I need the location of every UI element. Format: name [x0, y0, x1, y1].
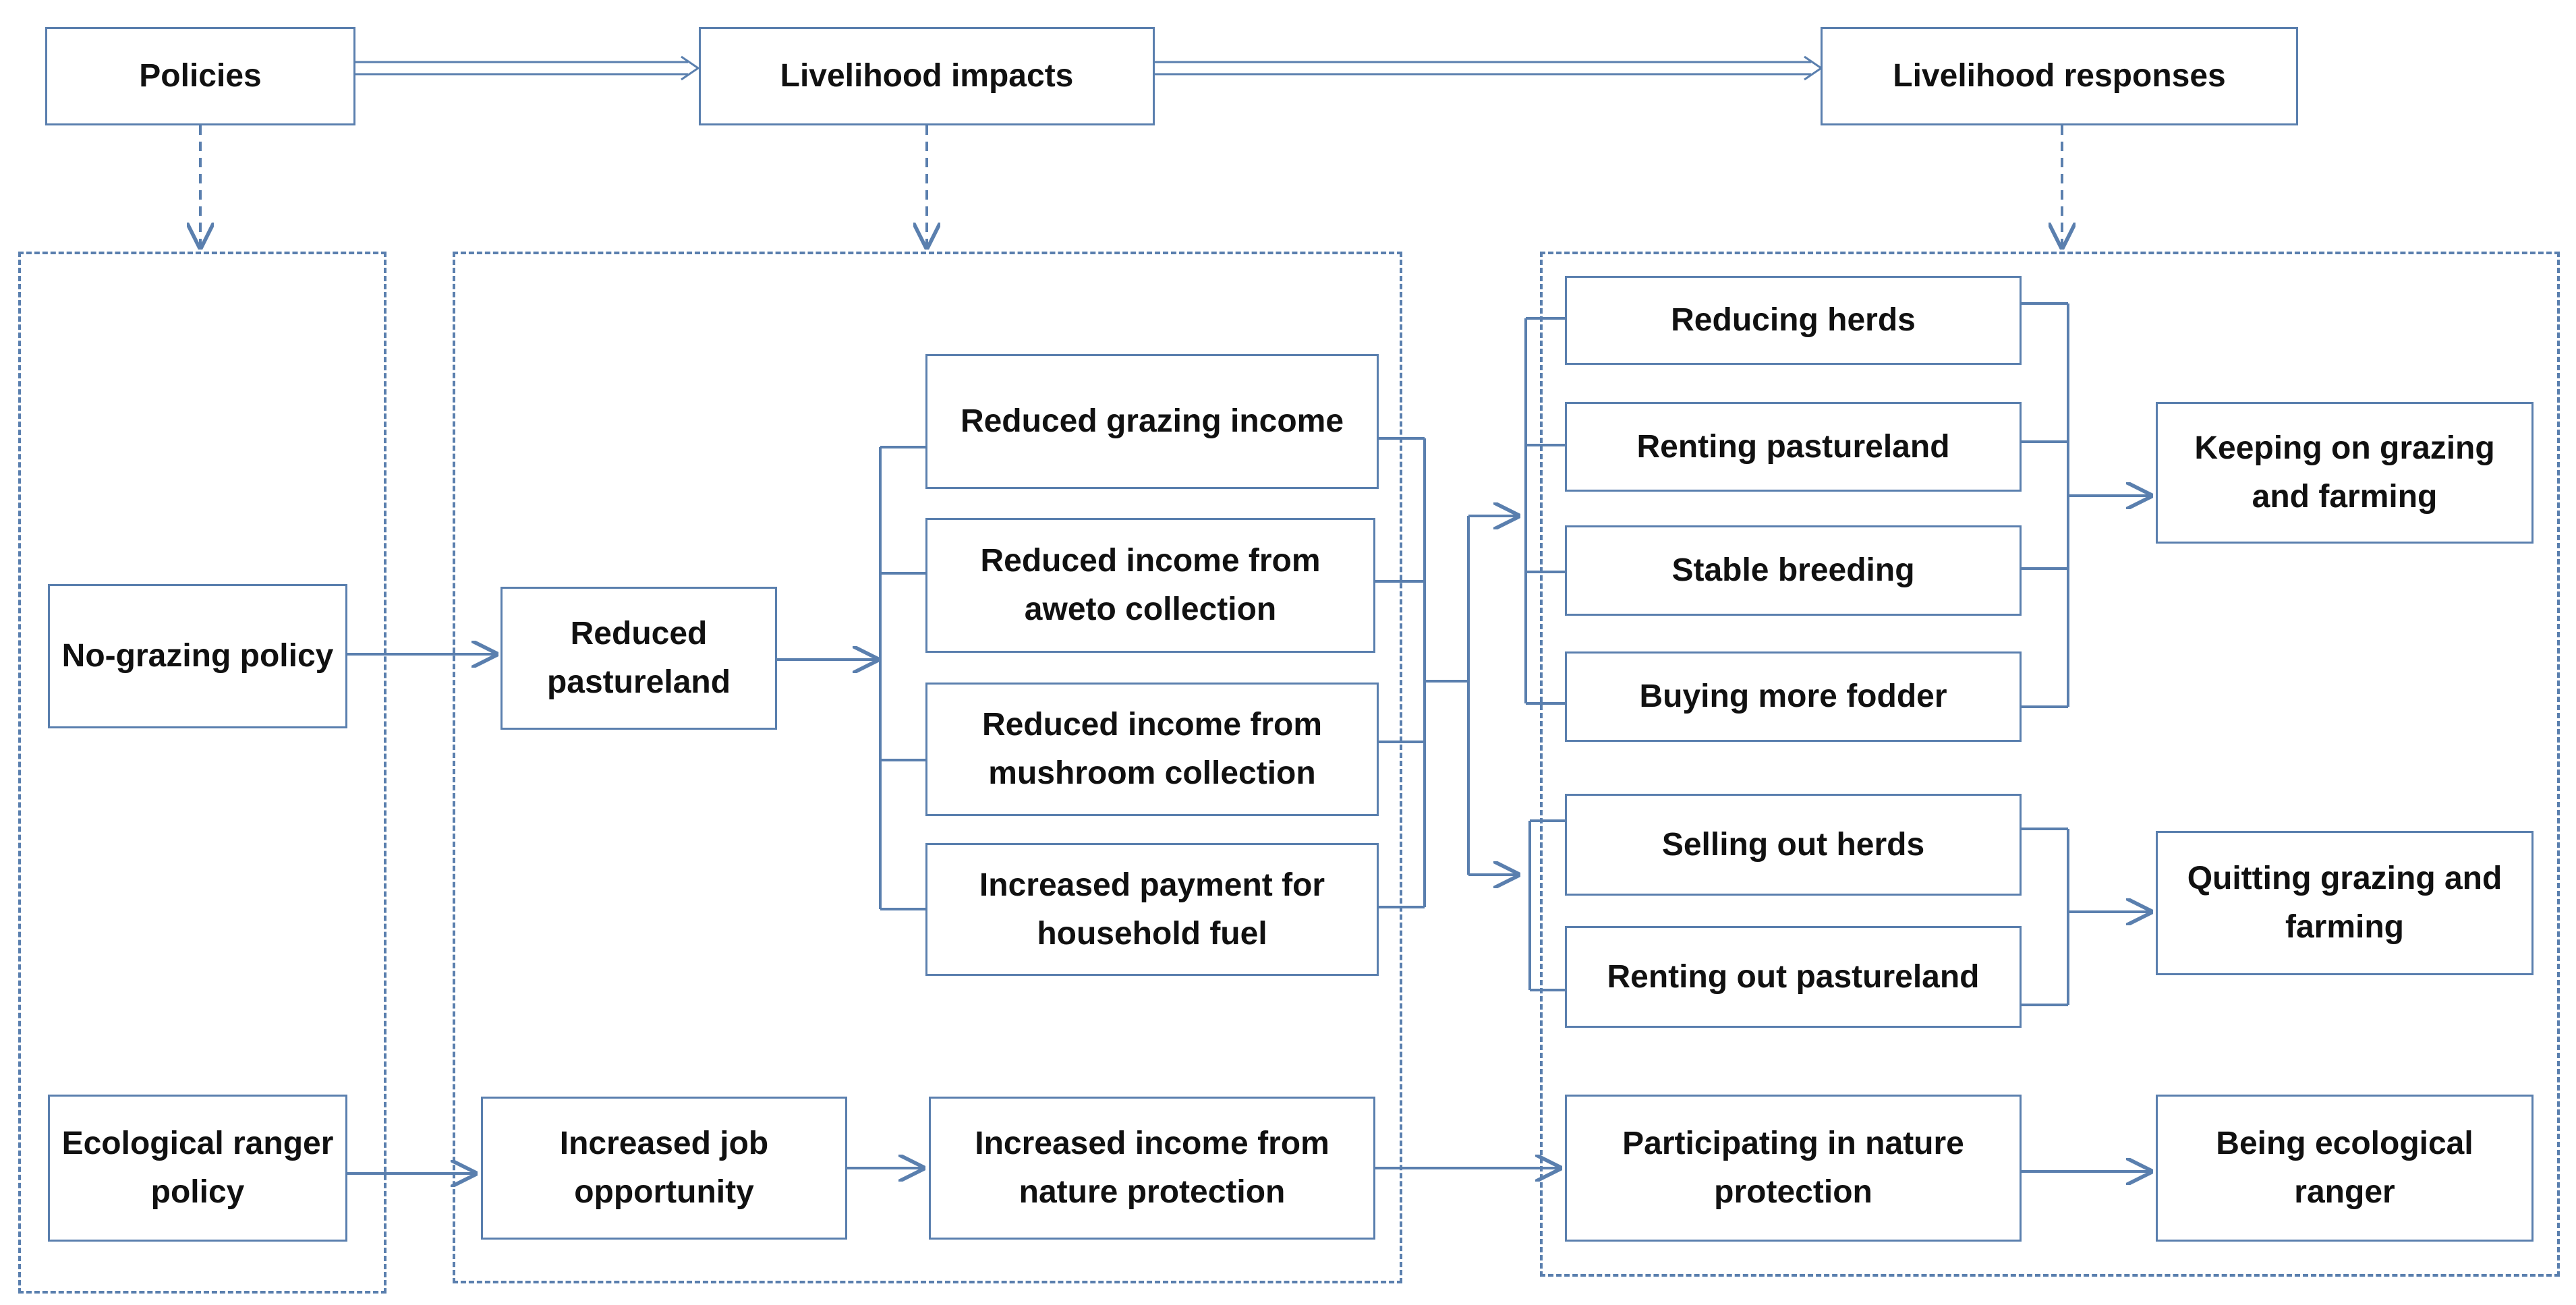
increased-job-opportunity-box: Increased job opportunity: [481, 1097, 847, 1240]
responses-lower-left-bracket: [1528, 819, 1565, 991]
responses-upper-left-bracket: [1524, 317, 1565, 705]
renting-out-pastureland-box: Renting out pastureland: [1565, 926, 2022, 1028]
reduced-grazing-income-box: Reduced grazing income: [925, 354, 1379, 489]
header-flow-arrow-2: [1155, 55, 1823, 81]
increased-nature-income-box: Increased income from nature protection: [929, 1097, 1375, 1240]
keeping-grazing-box: Keeping on grazing and farming: [2156, 402, 2534, 544]
reduced-mushroom-income-box: Reduced income from mushroom collection: [925, 683, 1379, 816]
livelihood-impacts-panel: [453, 252, 1402, 1283]
impacts-right-bracket: [1375, 437, 1518, 908]
participating-nature-box: Participating in nature protection: [1565, 1095, 2022, 1242]
being-ranger-box: Being ecological ranger: [2156, 1095, 2534, 1242]
header-livelihood-impacts: Livelihood impacts: [699, 27, 1155, 125]
reduced-aweto-income-box: Reduced income from aweto collection: [925, 518, 1375, 653]
livelihood-responses-panel: [1540, 252, 2560, 1277]
reduced-pastureland-box: Reduced pastureland: [500, 587, 777, 730]
header-livelihood-responses: Livelihood responses: [1821, 27, 2298, 125]
reducing-herds-box: Reducing herds: [1565, 276, 2022, 365]
impacts-left-bracket: [879, 446, 925, 910]
stable-breeding-box: Stable breeding: [1565, 525, 2022, 616]
renting-pastureland-box: Renting pastureland: [1565, 402, 2022, 492]
increased-fuel-payment-box: Increased payment for household fuel: [925, 843, 1379, 976]
policies-panel: [18, 252, 387, 1294]
quitting-grazing-box: Quitting grazing and farming: [2156, 831, 2534, 975]
buying-fodder-box: Buying more fodder: [1565, 651, 2022, 742]
header-flow-arrow-1: [355, 55, 700, 81]
selling-out-herds-box: Selling out herds: [1565, 794, 2022, 896]
no-grazing-policy-box: No-grazing policy: [48, 584, 347, 728]
responses-to-keeping-bracket: [2022, 302, 2150, 708]
header-policies: Policies: [45, 27, 355, 125]
ecological-ranger-policy-box: Ecological ranger policy: [48, 1095, 347, 1242]
responses-to-quitting-bracket: [2022, 828, 2150, 1006]
